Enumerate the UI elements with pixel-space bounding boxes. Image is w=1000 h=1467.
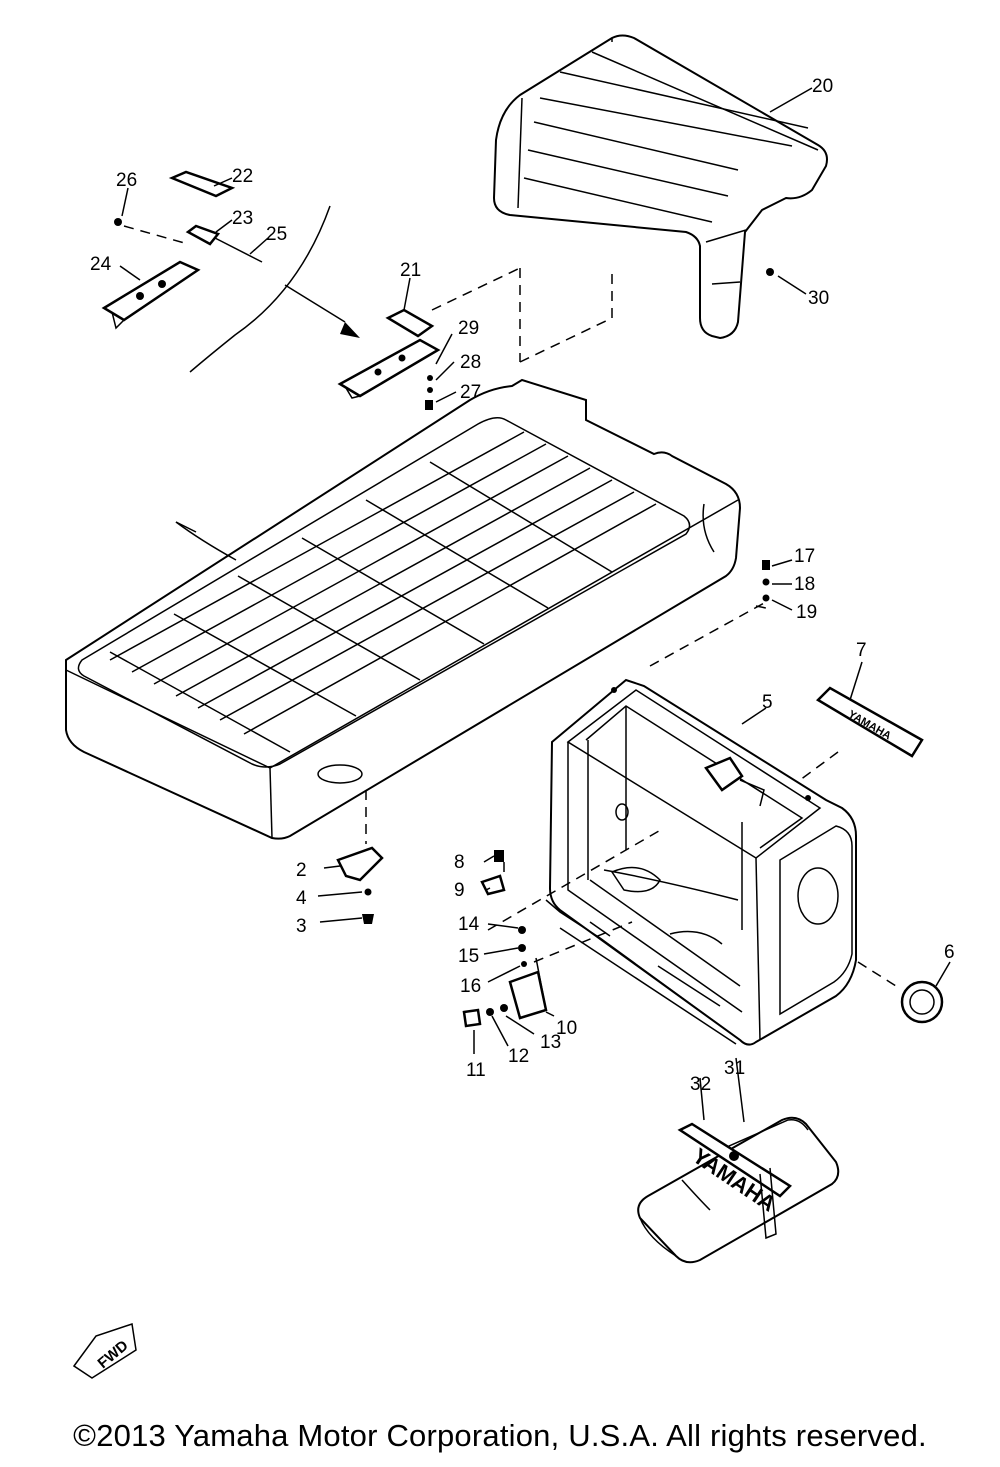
- backrest-cushion: [492, 34, 828, 340]
- callout-9: 9: [454, 880, 465, 901]
- box-alignment-lines: [649, 601, 767, 667]
- callout-20: 20: [812, 76, 833, 97]
- fwd-label: FWD: [95, 1337, 132, 1372]
- callout-24: 24: [90, 254, 112, 275]
- callout-23: 23: [232, 208, 253, 229]
- callout-13: 13: [540, 1032, 561, 1053]
- callout-15: 15: [458, 946, 479, 967]
- callout-27: 27: [460, 382, 481, 403]
- callout-19: 19: [796, 602, 817, 623]
- exploded-parts-diagram: YAMAHA: [65, 34, 955, 1379]
- callout-5: 5: [762, 692, 773, 713]
- callout-18: 18: [794, 574, 815, 595]
- callout-17: 17: [794, 546, 815, 567]
- callout-3: 3: [296, 916, 307, 937]
- callout-25: 25: [266, 224, 287, 245]
- tool-bag: YAMAHA: [637, 1057, 840, 1264]
- callout-6: 6: [944, 942, 955, 963]
- yamaha-emblem-plate: YAMAHA: [799, 661, 924, 781]
- seat-cushion: [65, 378, 742, 840]
- callout-21: 21: [400, 260, 421, 281]
- storage-box: [545, 678, 857, 1046]
- callout-31: 31: [724, 1058, 745, 1079]
- callout-12: 12: [508, 1046, 529, 1067]
- callout-labels: 2 3 4 5 6 7 8 9 10 11 12 13 14 15 16 17 …: [90, 76, 955, 1095]
- callout-11: 11: [466, 1060, 486, 1081]
- callout-4: 4: [296, 888, 307, 909]
- backrest-alignment-lines: [431, 267, 613, 363]
- callout-leaders: [119, 87, 813, 725]
- callout-29: 29: [458, 318, 479, 339]
- callout-7: 7: [856, 640, 867, 661]
- callout-8: 8: [454, 852, 465, 873]
- callout-26: 26: [116, 170, 137, 191]
- callout-32: 32: [690, 1074, 711, 1095]
- callout-30: 30: [808, 288, 829, 309]
- fwd-direction-marker: FWD: [72, 1323, 137, 1379]
- side-reflector-cap: [857, 961, 951, 1024]
- latch-hardware: [462, 827, 665, 1054]
- callout-22: 22: [232, 166, 253, 187]
- callout-2: 2: [296, 860, 307, 881]
- callout-28: 28: [460, 352, 481, 373]
- callout-16: 16: [460, 976, 481, 997]
- hinge-detail-inset: [101, 170, 441, 410]
- callout-10: 10: [556, 1018, 577, 1039]
- copyright-notice: ©2013 Yamaha Motor Corporation, U.S.A. A…: [73, 1418, 927, 1453]
- seat-fasteners: [317, 790, 384, 924]
- callout-14: 14: [458, 914, 480, 935]
- box-top-fasteners: [762, 559, 793, 611]
